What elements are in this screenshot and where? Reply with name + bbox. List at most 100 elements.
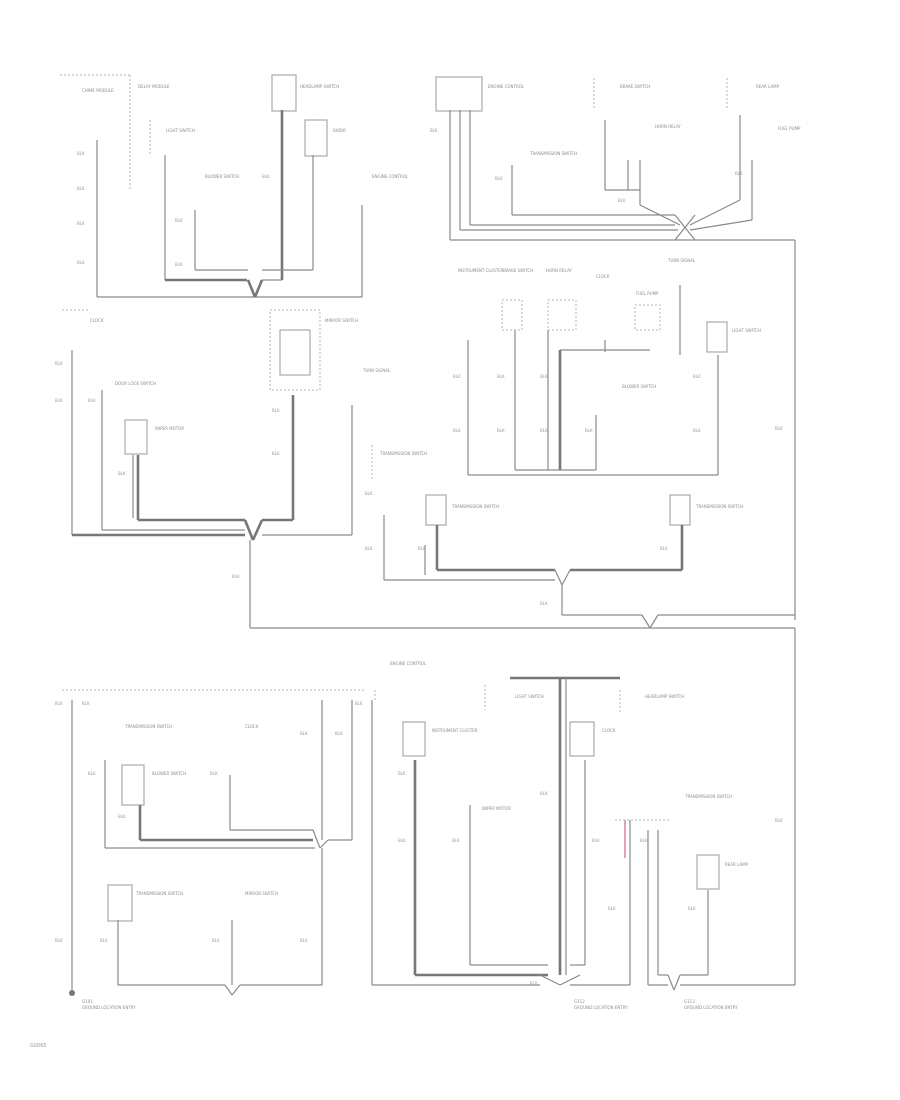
component-label: WIPER MOTOR [482, 806, 511, 811]
component-label: ENGINE CONTROL [488, 84, 525, 89]
component-label: ENGINE CONTROL [372, 174, 409, 179]
component-box [279, 329, 311, 376]
wire-code: BLK [452, 838, 460, 843]
component-label: TRANSMISSION SWITCH [684, 794, 732, 799]
component-label: LIGHT SWITCH [166, 128, 195, 133]
wire-code: BLK [497, 374, 505, 379]
section-middle-right: INSTRUMENT CLUSTER BRAKE SWITCH HORN REL… [365, 258, 795, 629]
wire-code: BLK [495, 176, 503, 181]
wire-code: BLK [775, 426, 783, 431]
wire-code: BLK [592, 838, 600, 843]
component-label: MIRROR SWITCH [245, 891, 278, 896]
component-label: TRANSMISSION SWITCH [379, 451, 427, 456]
wire-code: BLK [355, 701, 363, 706]
component-label: HORN RELAY [655, 124, 681, 129]
wire-code: BLK [272, 408, 280, 413]
component-label: HORN RELAY [546, 268, 572, 273]
wire-code: BLK [453, 428, 461, 433]
wire-code: BLK [300, 731, 308, 736]
component-label: FUEL PUMP [778, 126, 801, 131]
component-label: BRAKE SWITCH [620, 84, 650, 89]
component-label: RADIO [333, 128, 346, 133]
wire-code: BLK [540, 791, 548, 796]
component-box [669, 494, 691, 526]
section-top-left: CHIME MODULE DELAY MODULE HEADLAMP SWITC… [60, 74, 409, 298]
component-box [271, 74, 297, 112]
wire-code: BLK [77, 151, 85, 156]
figure-code: G0065 [30, 1043, 47, 1049]
component-label: DELAY MODULE [138, 84, 170, 89]
component-label: INSTRUMENT CLUSTER [458, 268, 504, 273]
wire-code: BLK [77, 221, 85, 226]
wire-code: BLK [212, 938, 220, 943]
wire-code: BLK [453, 374, 461, 379]
section-bottom-left: TRANSMISSION SWITCH CLOCK BLOWER SWITCH … [55, 689, 365, 1010]
wire-code: BLK [55, 361, 63, 366]
ground-caption: GROUND LOCATION ENTRY [684, 1005, 738, 1010]
component-label: CLOCK [602, 728, 616, 733]
component-label: HEADLAMP SWITCH [645, 694, 684, 699]
wire-code: BLK [540, 428, 548, 433]
wire-code: BLK [175, 262, 183, 267]
component-box [121, 764, 145, 806]
wire-code: BLK [118, 814, 126, 819]
wire-code: BLK [82, 701, 90, 706]
component-label: MIRROR SWITCH [325, 318, 358, 323]
wire-code: BLK [693, 374, 701, 379]
wire-code: BLK [693, 428, 701, 433]
component-box [402, 721, 426, 757]
section-middle-left: CLOCK MIRROR SWITCH DOOR LOCK SWITCH WIP… [55, 309, 795, 629]
component-box [696, 854, 720, 890]
component-label: ENGINE CONTROL [390, 661, 427, 666]
wire-code: BLK [365, 491, 373, 496]
component-label: REAR LAMP [725, 862, 749, 867]
component-box [706, 321, 728, 353]
component-label: LIGHT SWITCH [732, 328, 761, 333]
component-label: BLOWER SWITCH [152, 771, 186, 776]
component-label: CLOCK [90, 318, 104, 323]
wire-code: BLK [210, 771, 218, 776]
section-bottom-right: ENGINE CONTROL LIGHT SWITCH HEADLAMP SWI… [355, 628, 796, 1010]
component-label: BLOWER SWITCH [205, 174, 239, 179]
wire-code: BLK [660, 546, 668, 551]
component-box [124, 419, 148, 455]
component-label: TURN SIGNAL [362, 368, 391, 373]
ground-code: G101 [82, 999, 93, 1004]
wire-code: BLK [300, 938, 308, 943]
wire-code: BLK [585, 428, 593, 433]
component-label: DOOR LOCK SWITCH [115, 381, 156, 386]
wire-code: BLK [688, 906, 696, 911]
component-label: TRANSMISSION SWITCH [529, 151, 577, 156]
component-label: BLOWER SWITCH [622, 384, 656, 389]
wire-code: BLK [540, 601, 548, 606]
component-box [501, 299, 523, 331]
wire-code: BLK [55, 398, 63, 403]
wire-code: BLK [77, 260, 85, 265]
component-box [304, 119, 328, 157]
wire-code: BLK [88, 398, 96, 403]
wire-code: BLK [418, 546, 426, 551]
section-top-right: ENGINE CONTROL BRAKE SWITCH REAR LAMP HO… [430, 76, 801, 620]
wire-code: BLK [55, 938, 63, 943]
component-label: BRAKE SWITCH [503, 268, 533, 273]
component-box [107, 884, 133, 922]
component-label: INSTRUMENT CLUSTER [432, 728, 478, 733]
wire-code: BLK [118, 471, 126, 476]
component-box [269, 309, 321, 391]
wire-code: BLK [175, 218, 183, 223]
wire-code: BLK [530, 981, 538, 986]
component-label: TRANSMISSION SWITCH [135, 891, 183, 896]
wire-code: BLK [640, 838, 648, 843]
ground-code: G112 [574, 999, 585, 1004]
component-label: TURN SIGNAL [667, 258, 696, 263]
wire-code: BLK [398, 771, 406, 776]
ground-caption: GROUND LOCATION ENTRY [82, 1005, 136, 1010]
wire-code: BLK [335, 731, 343, 736]
wire-code: BLK [88, 771, 96, 776]
wire-code: BLK [608, 906, 616, 911]
component-label: HEADLAMP SWITCH [300, 84, 339, 89]
component-label: TRANSMISSION SWITCH [695, 504, 743, 509]
component-label: REAR LAMP [756, 84, 780, 89]
ground-terminal-icon [69, 990, 75, 996]
